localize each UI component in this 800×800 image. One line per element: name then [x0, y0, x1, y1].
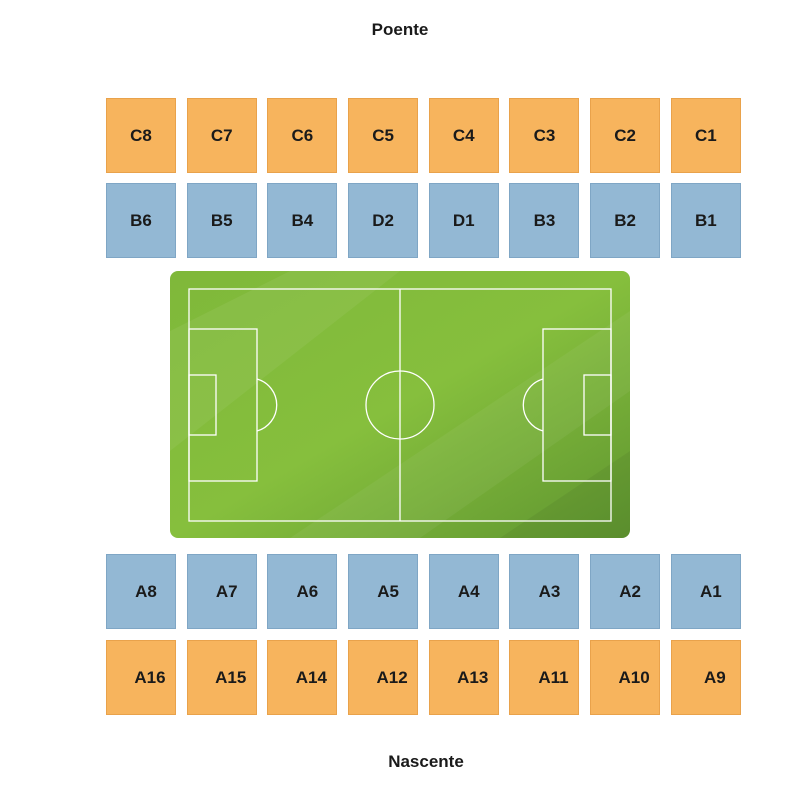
- section-b5[interactable]: B5: [186, 183, 257, 258]
- section-a7[interactable]: A7: [186, 554, 257, 629]
- section-a10[interactable]: A10: [590, 640, 661, 715]
- section-c4[interactable]: C4: [428, 98, 499, 173]
- section-c8[interactable]: C8: [106, 98, 176, 173]
- section-c3[interactable]: C3: [509, 98, 580, 173]
- section-b4[interactable]: B4: [267, 183, 338, 258]
- section-b1[interactable]: B1: [670, 183, 741, 258]
- section-a1[interactable]: A1: [670, 554, 741, 629]
- pitch-stripe: [500, 451, 630, 538]
- section-c7[interactable]: C7: [186, 98, 257, 173]
- pitch-stripe: [290, 311, 630, 538]
- section-a14[interactable]: A14: [267, 640, 338, 715]
- center-circle: [365, 370, 435, 440]
- section-a15[interactable]: A15: [186, 640, 257, 715]
- east-stand-label: Nascente: [388, 752, 464, 771]
- left-penalty-arc: [256, 378, 278, 432]
- section-row-a-outer: A16 A15 A14 A12 A13 A11 A10 A9: [106, 640, 741, 715]
- section-a16[interactable]: A16: [106, 640, 176, 715]
- pitch-stripe: [170, 271, 400, 451]
- section-b6[interactable]: B6: [106, 183, 176, 258]
- west-stand-label: Poente: [371, 20, 429, 39]
- section-c1[interactable]: C1: [670, 98, 741, 173]
- left-goal-area: [188, 374, 217, 436]
- section-a12[interactable]: A12: [348, 640, 419, 715]
- right-penalty-arc: [522, 378, 544, 432]
- section-row-a-inner: A8 A7 A6 A5 A4 A3 A2 A1: [106, 554, 741, 629]
- section-a6[interactable]: A6: [267, 554, 338, 629]
- section-a11[interactable]: A11: [509, 640, 580, 715]
- right-goal-area: [583, 374, 612, 436]
- football-pitch: [170, 271, 630, 538]
- section-d1[interactable]: D1: [428, 183, 499, 258]
- section-a3[interactable]: A3: [509, 554, 580, 629]
- section-c6[interactable]: C6: [267, 98, 338, 173]
- section-b3[interactable]: B3: [509, 183, 580, 258]
- section-c5[interactable]: C5: [348, 98, 419, 173]
- section-c2[interactable]: C2: [590, 98, 661, 173]
- section-a13[interactable]: A13: [428, 640, 499, 715]
- section-row-b: B6 B5 B4 D2 D1 B3 B2 B1: [106, 183, 741, 258]
- section-a2[interactable]: A2: [590, 554, 661, 629]
- pitch-drawing: [170, 271, 630, 538]
- section-b2[interactable]: B2: [590, 183, 661, 258]
- section-a4[interactable]: A4: [428, 554, 499, 629]
- section-d2[interactable]: D2: [348, 183, 419, 258]
- section-a9[interactable]: A9: [670, 640, 741, 715]
- section-row-c: C8 C7 C6 C5 C4 C3 C2 C1: [106, 98, 741, 173]
- section-a8[interactable]: A8: [106, 554, 176, 629]
- section-a5[interactable]: A5: [348, 554, 419, 629]
